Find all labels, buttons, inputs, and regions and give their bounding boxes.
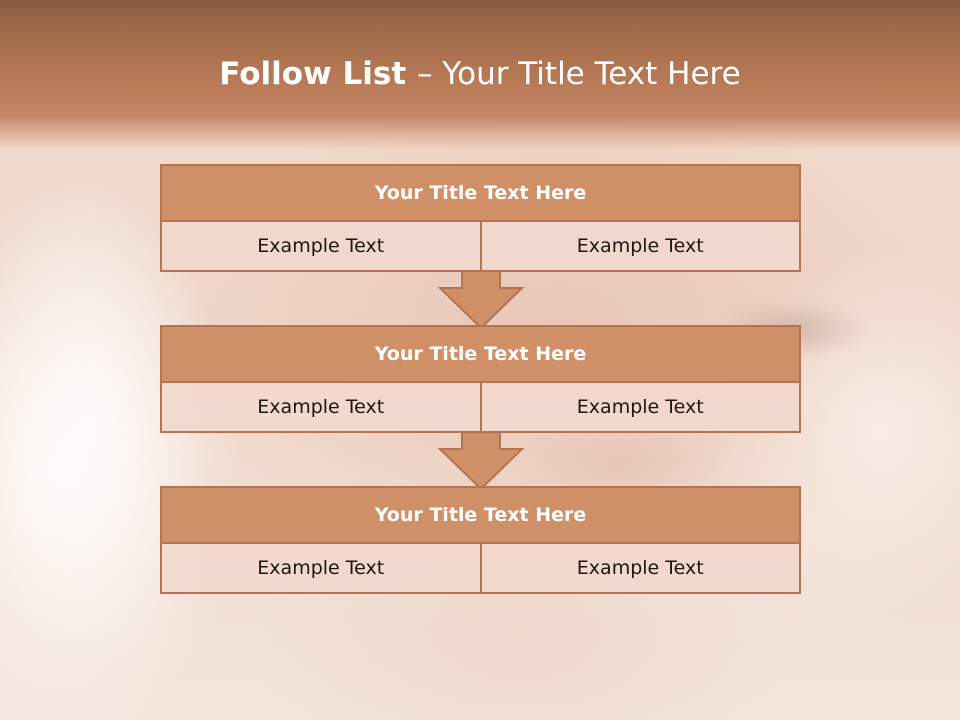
flow-block-title: Your Title Text Here bbox=[162, 327, 799, 383]
flow-block-2: Your Title Text Here Example Text Exampl… bbox=[160, 325, 801, 433]
slide-title: Follow List – Your Title Text Here bbox=[0, 56, 960, 92]
slide-title-bold: Follow List bbox=[219, 56, 417, 92]
flow-block-3: Your Title Text Here Example Text Exampl… bbox=[160, 486, 801, 594]
flow-block-row: Example Text Example Text bbox=[162, 222, 799, 270]
header-band bbox=[0, 0, 960, 150]
flow-cell-right: Example Text bbox=[479, 222, 799, 270]
flow-cell-right: Example Text bbox=[479, 383, 799, 431]
down-arrow-icon bbox=[438, 431, 524, 491]
flow-cell-left: Example Text bbox=[162, 222, 480, 270]
flow-block-title: Your Title Text Here bbox=[162, 488, 799, 544]
flow-block-row: Example Text Example Text bbox=[162, 544, 799, 592]
flow-block-title: Your Title Text Here bbox=[162, 166, 799, 222]
slide-title-rest: – Your Title Text Here bbox=[416, 56, 741, 92]
flow-cell-left: Example Text bbox=[162, 383, 480, 431]
flow-cell-left: Example Text bbox=[162, 544, 480, 592]
flow-block-row: Example Text Example Text bbox=[162, 383, 799, 431]
down-arrow-icon bbox=[438, 270, 524, 330]
flow-cell-right: Example Text bbox=[479, 544, 799, 592]
flow-block-1: Your Title Text Here Example Text Exampl… bbox=[160, 164, 801, 272]
